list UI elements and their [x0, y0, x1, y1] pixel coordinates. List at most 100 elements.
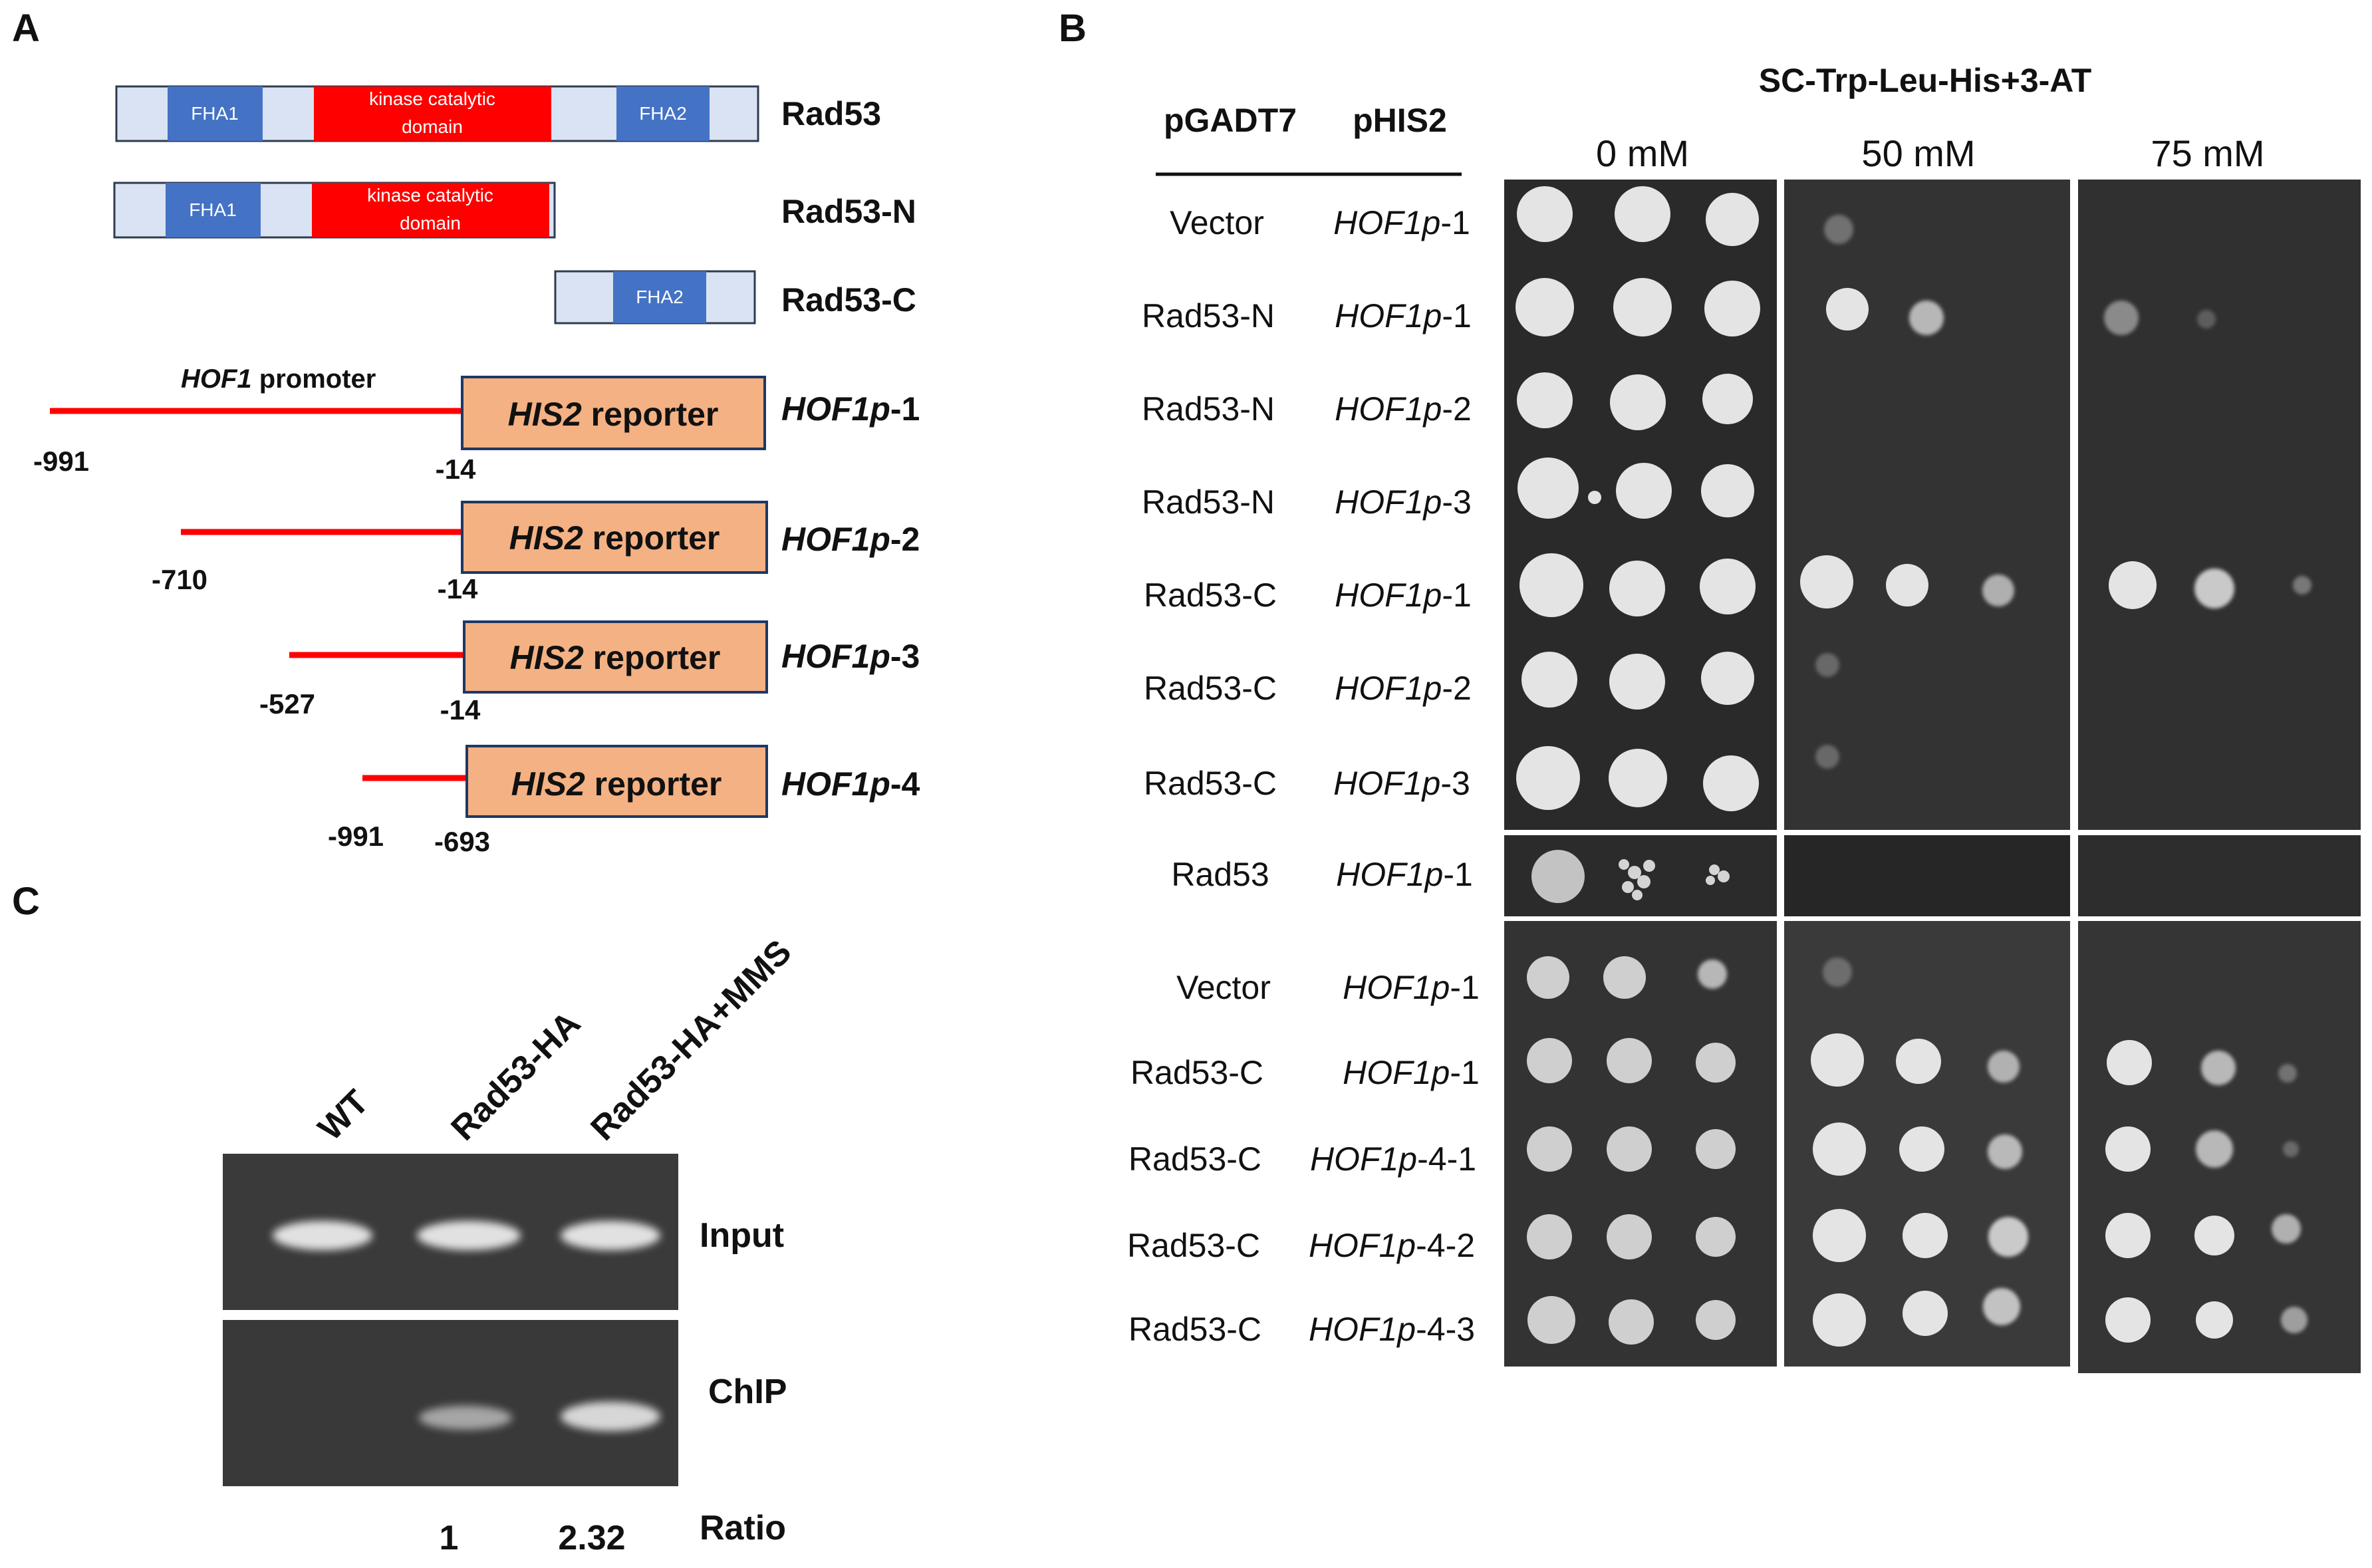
colonies-75mm-top [2104, 301, 2311, 609]
bait-label: Rad53-C [1144, 577, 1277, 614]
bait-label: Vector [1170, 204, 1264, 241]
prey-label: HOF1p-2 [1335, 390, 1472, 428]
colonies-0mm-bottom [1527, 956, 1736, 1345]
reporter-box-label: HIS2 reporter [510, 639, 721, 676]
rad53-c-domain-map: FHA2 Rad53-C [554, 270, 916, 325]
kinase-label-line2: domain [400, 213, 461, 233]
bait-label: Rad53-N [1142, 297, 1275, 334]
end-coord: -14 [438, 573, 478, 604]
kinase-label-line1: kinase catalytic [369, 88, 495, 109]
ratio-value: 1 [440, 1519, 459, 1557]
prey-label: HOF1p-4-1 [1310, 1140, 1476, 1178]
plate-photos [1504, 180, 2361, 1373]
bait-label: Rad53-C [1144, 765, 1277, 802]
plate-75mm-mid [2078, 835, 2361, 916]
band [561, 1221, 660, 1250]
reporter-name: HOF1p-2 [781, 521, 920, 558]
kinase-domain [312, 183, 549, 237]
col-header-pgadt7: pGADT7 [1164, 102, 1297, 139]
prey-label: HOF1p-1 [1343, 1054, 1480, 1091]
medium-title: SC-Trp-Leu-His+3-AT [1759, 62, 2092, 99]
prey-label: HOF1p-1 [1343, 969, 1480, 1006]
colonies-0mm-top [1515, 186, 1760, 811]
plate-50mm-top [1784, 180, 2070, 830]
prey-label: HOF1p-3 [1333, 765, 1470, 802]
colonies-0mm-mid [1531, 850, 1730, 903]
col-header-phis2: pHIS2 [1353, 102, 1447, 139]
fha1-label: FHA1 [191, 103, 239, 124]
plate-50mm-mid [1784, 835, 2070, 916]
bait-label: Rad53-N [1142, 390, 1275, 428]
bait-label: Rad53-C [1128, 1140, 1261, 1178]
panel-c-letter: C [12, 880, 40, 923]
kinase-label-line1: kinase catalytic [367, 185, 493, 205]
start-coord: -991 [33, 446, 89, 477]
panel-b-letter: B [1059, 7, 1087, 50]
prey-label: HOF1p-1 [1336, 856, 1473, 893]
panel-a-letter: A [12, 7, 40, 50]
reporter-construct-2: HIS2 reporter -710 -14 HOF1p-2 [152, 501, 920, 604]
reporter-construct-1: HIS2 reporter -991 -14 HOF1p-1 [33, 376, 920, 485]
end-coord: -14 [436, 454, 476, 485]
lane-label-wt: WT [311, 1083, 376, 1148]
yeast-colonies [1515, 186, 2311, 1347]
reporter-name: HOF1p-3 [781, 638, 920, 675]
bait-label: Rad53-C [1127, 1227, 1260, 1264]
prey-label: HOF1p-4-2 [1309, 1227, 1475, 1264]
end-coord: -693 [434, 826, 490, 857]
fha1-label: FHA1 [189, 199, 237, 220]
rad53-n-label: Rad53-N [781, 193, 916, 230]
bait-label: Rad53-N [1142, 483, 1275, 521]
rad53-n-domain-map: FHA1 kinase catalytic domain Rad53-N [113, 182, 916, 239]
band [561, 1402, 660, 1431]
gel-input: Input [223, 1154, 784, 1310]
gel-chip: ChIP [223, 1320, 787, 1486]
fha1-domain [166, 183, 261, 237]
reporter-box-label: HIS2 reporter [509, 519, 720, 557]
fha2-label: FHA2 [636, 287, 684, 307]
reporter-name: HOF1p-4 [781, 765, 920, 803]
conc-0mm: 0 mM [1596, 132, 1689, 174]
band [417, 1221, 521, 1250]
bait-label: Rad53-C [1128, 1311, 1261, 1348]
plate-75mm-top [2078, 180, 2361, 830]
reporter-box-label: HIS2 reporter [511, 765, 722, 803]
kinase-domain [314, 86, 551, 141]
rad53-c-label: Rad53-C [781, 281, 916, 319]
reporter-construct-4: HIS2 reporter -991 -693 HOF1p-4 [328, 745, 920, 857]
reporter-construct-3: HIS2 reporter -527 -14 HOF1p-3 [259, 620, 920, 725]
gel-label-chip: ChIP [708, 1372, 787, 1411]
panel-c: C WT Rad53-HA Rad53-HA+MMS Input ChIP Ra… [12, 880, 799, 1557]
end-coord: -14 [440, 694, 481, 725]
lane-label-rad53-ha: Rad53-HA [444, 1004, 588, 1148]
colonies-75mm-bottom [2105, 1040, 2307, 1343]
prey-label: HOF1p-2 [1335, 670, 1472, 707]
rad53-label: Rad53 [781, 95, 881, 132]
prey-label: HOF1p-1 [1333, 204, 1470, 241]
bait-label: Rad53-C [1130, 1054, 1263, 1091]
prey-label: HOF1p-3 [1335, 483, 1472, 521]
fha1-domain [168, 86, 263, 141]
conc-50mm: 50 mM [1861, 132, 1975, 174]
reporter-box-label: HIS2 reporter [508, 396, 719, 433]
gel-label-input: Input [700, 1216, 784, 1255]
kinase-label-line2: domain [402, 116, 463, 137]
conc-75mm: 75 mM [2151, 132, 2264, 174]
lane-label-rad53-ha-mms: Rad53-HA+MMS [583, 932, 799, 1148]
start-coord: -991 [328, 821, 384, 852]
start-coord: -527 [259, 688, 315, 719]
bait-label: Rad53 [1171, 856, 1269, 893]
prey-label: HOF1p-4-3 [1309, 1311, 1475, 1348]
bait-label: Rad53-C [1144, 670, 1277, 707]
colonies-50mm-bottom [1811, 958, 2028, 1347]
ratio-value: 2.32 [558, 1519, 625, 1557]
reporter-name: HOF1p-1 [781, 390, 920, 428]
row-labels: Vector HOF1p-1 Rad53-N HOF1p-1 Rad53-N H… [1127, 204, 1480, 1348]
prey-label: HOF1p-1 [1335, 577, 1472, 614]
ratio-label: Ratio [700, 1509, 786, 1547]
rad53-domain-map: FHA1 kinase catalytic domain FHA2 Rad53 [115, 85, 881, 142]
fha2-label: FHA2 [639, 103, 687, 124]
start-coord: -710 [152, 564, 207, 595]
hof1-promoter-label: HOF1 promoter [181, 364, 376, 394]
colonies-50mm-top [1800, 215, 2014, 769]
